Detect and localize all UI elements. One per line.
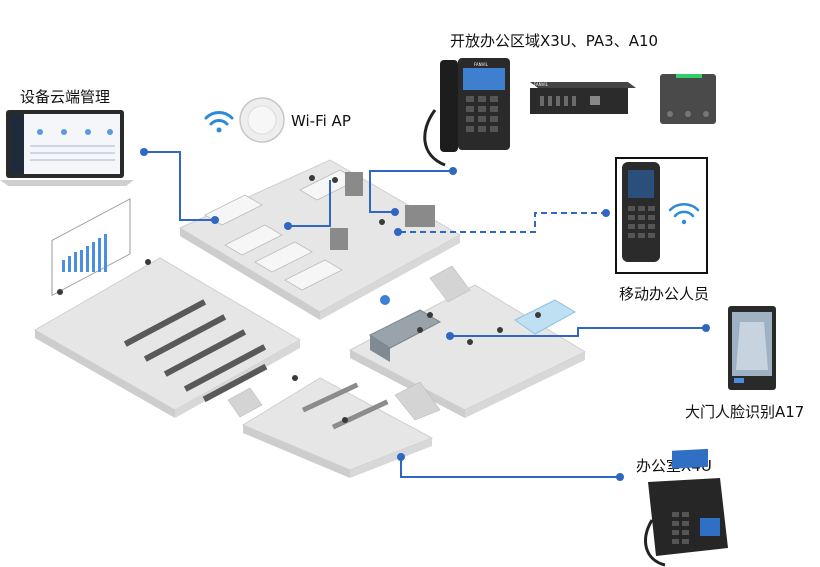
line-x4u (400, 457, 620, 478)
pa3-amplifier: FANVIL (530, 82, 636, 114)
line-cloud (144, 151, 215, 221)
wifi-ap-device (204, 97, 285, 143)
ip-phone-x3u: FANVIL (423, 58, 510, 167)
label-mobile-staff: 移动办公人员 (619, 285, 710, 303)
wifi-icon (204, 111, 234, 126)
floor-plan (33, 159, 587, 478)
line-x3u (369, 170, 453, 213)
stairs (227, 265, 471, 421)
label-cloud-management: 设备云端管理 (20, 88, 111, 106)
laptop-cloud-console (0, 110, 134, 186)
mobile-wifi-icon (668, 203, 700, 218)
label-face-recognition: 大门人脸识别A17 (685, 403, 805, 421)
line-wifi (288, 180, 331, 227)
label-open-office: 开放办公区域X3U、PA3、A10 (450, 32, 659, 50)
amplifier-brand: FANVIL (534, 82, 549, 87)
connector-dots (140, 148, 710, 481)
phone-brand: FANVIL (474, 62, 489, 67)
face-recognition-a17 (728, 306, 776, 390)
connector-lines (144, 151, 706, 478)
line-mobile-dashed (400, 212, 605, 233)
mobile-phone (622, 162, 700, 262)
line-face (450, 327, 706, 337)
mobile-device-frame (615, 157, 708, 274)
presentation-screen (51, 198, 131, 297)
ip-phone-x4u (644, 448, 728, 567)
label-wifi-ap: Wi-Fi AP (291, 112, 351, 130)
a10-speaker (660, 74, 716, 124)
